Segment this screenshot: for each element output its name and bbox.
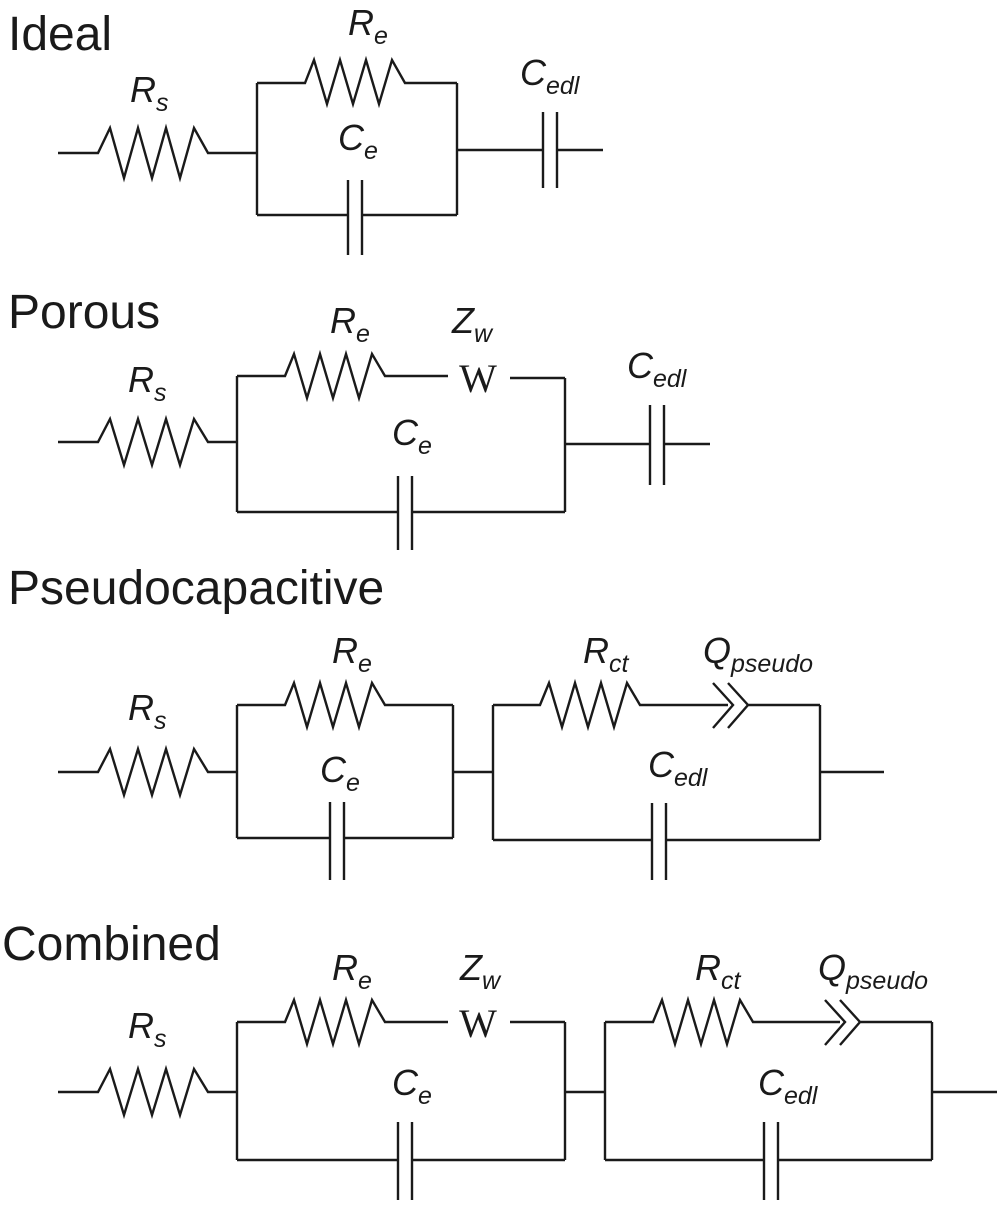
label-ce: Ce	[392, 412, 432, 460]
wire	[235, 995, 567, 1160]
wire	[257, 180, 457, 255]
label-cedl: Cedl	[758, 1062, 819, 1110]
label-q: Qpseudo	[703, 630, 813, 678]
label-zw: Zw	[451, 300, 494, 348]
label-re: Re	[330, 300, 370, 348]
label-ce: Ce	[392, 1062, 432, 1110]
circuit-ideal: Ideal Rs Re Ce Cedl	[8, 2, 603, 255]
circuit-combined: Combined W Rs Re Zw Ce Rct Qpseudo Cedl	[2, 918, 997, 1200]
label-cedl: Cedl	[627, 345, 688, 393]
label-q: Qpseudo	[818, 947, 928, 995]
wire	[58, 744, 237, 800]
label-rct: Rct	[583, 630, 630, 678]
label-rs: Rs	[128, 1005, 167, 1053]
warburg-element: W	[459, 356, 497, 401]
label-cedl: Cedl	[520, 52, 581, 100]
wire	[605, 1122, 932, 1200]
wire	[457, 112, 603, 188]
wire	[493, 803, 820, 880]
circuit-title: Combined	[2, 918, 221, 971]
label-ce: Ce	[320, 749, 360, 797]
label-zw: Zw	[459, 947, 502, 995]
warburg-element: W	[459, 1001, 497, 1046]
label-re: Re	[332, 947, 372, 995]
circuit-porous: Porous W Rs Re Zw Ce Cedl	[8, 286, 710, 550]
label-ce: Ce	[338, 117, 378, 165]
wire	[58, 1064, 237, 1120]
label-re: Re	[348, 2, 388, 50]
label-cedl: Cedl	[648, 744, 709, 792]
wire	[565, 405, 710, 485]
circuit-pseudocapacitive: Pseudocapacitive Rs Re Ce Rct Qpseudo Ce…	[8, 562, 884, 880]
wire	[237, 476, 565, 550]
circuit-title: Ideal	[8, 8, 112, 61]
wire	[491, 678, 822, 840]
wire	[237, 802, 453, 880]
label-rs: Rs	[128, 359, 167, 407]
wire	[603, 995, 934, 1160]
label-rs: Rs	[130, 69, 169, 117]
label-re: Re	[332, 630, 372, 678]
wire	[58, 123, 257, 183]
label-rct: Rct	[695, 947, 742, 995]
wire	[235, 349, 567, 512]
wire	[58, 414, 237, 470]
circuit-title: Pseudocapacitive	[8, 562, 384, 615]
circuit-title: Porous	[8, 286, 160, 339]
label-rs: Rs	[128, 687, 167, 735]
wire	[237, 1122, 565, 1200]
